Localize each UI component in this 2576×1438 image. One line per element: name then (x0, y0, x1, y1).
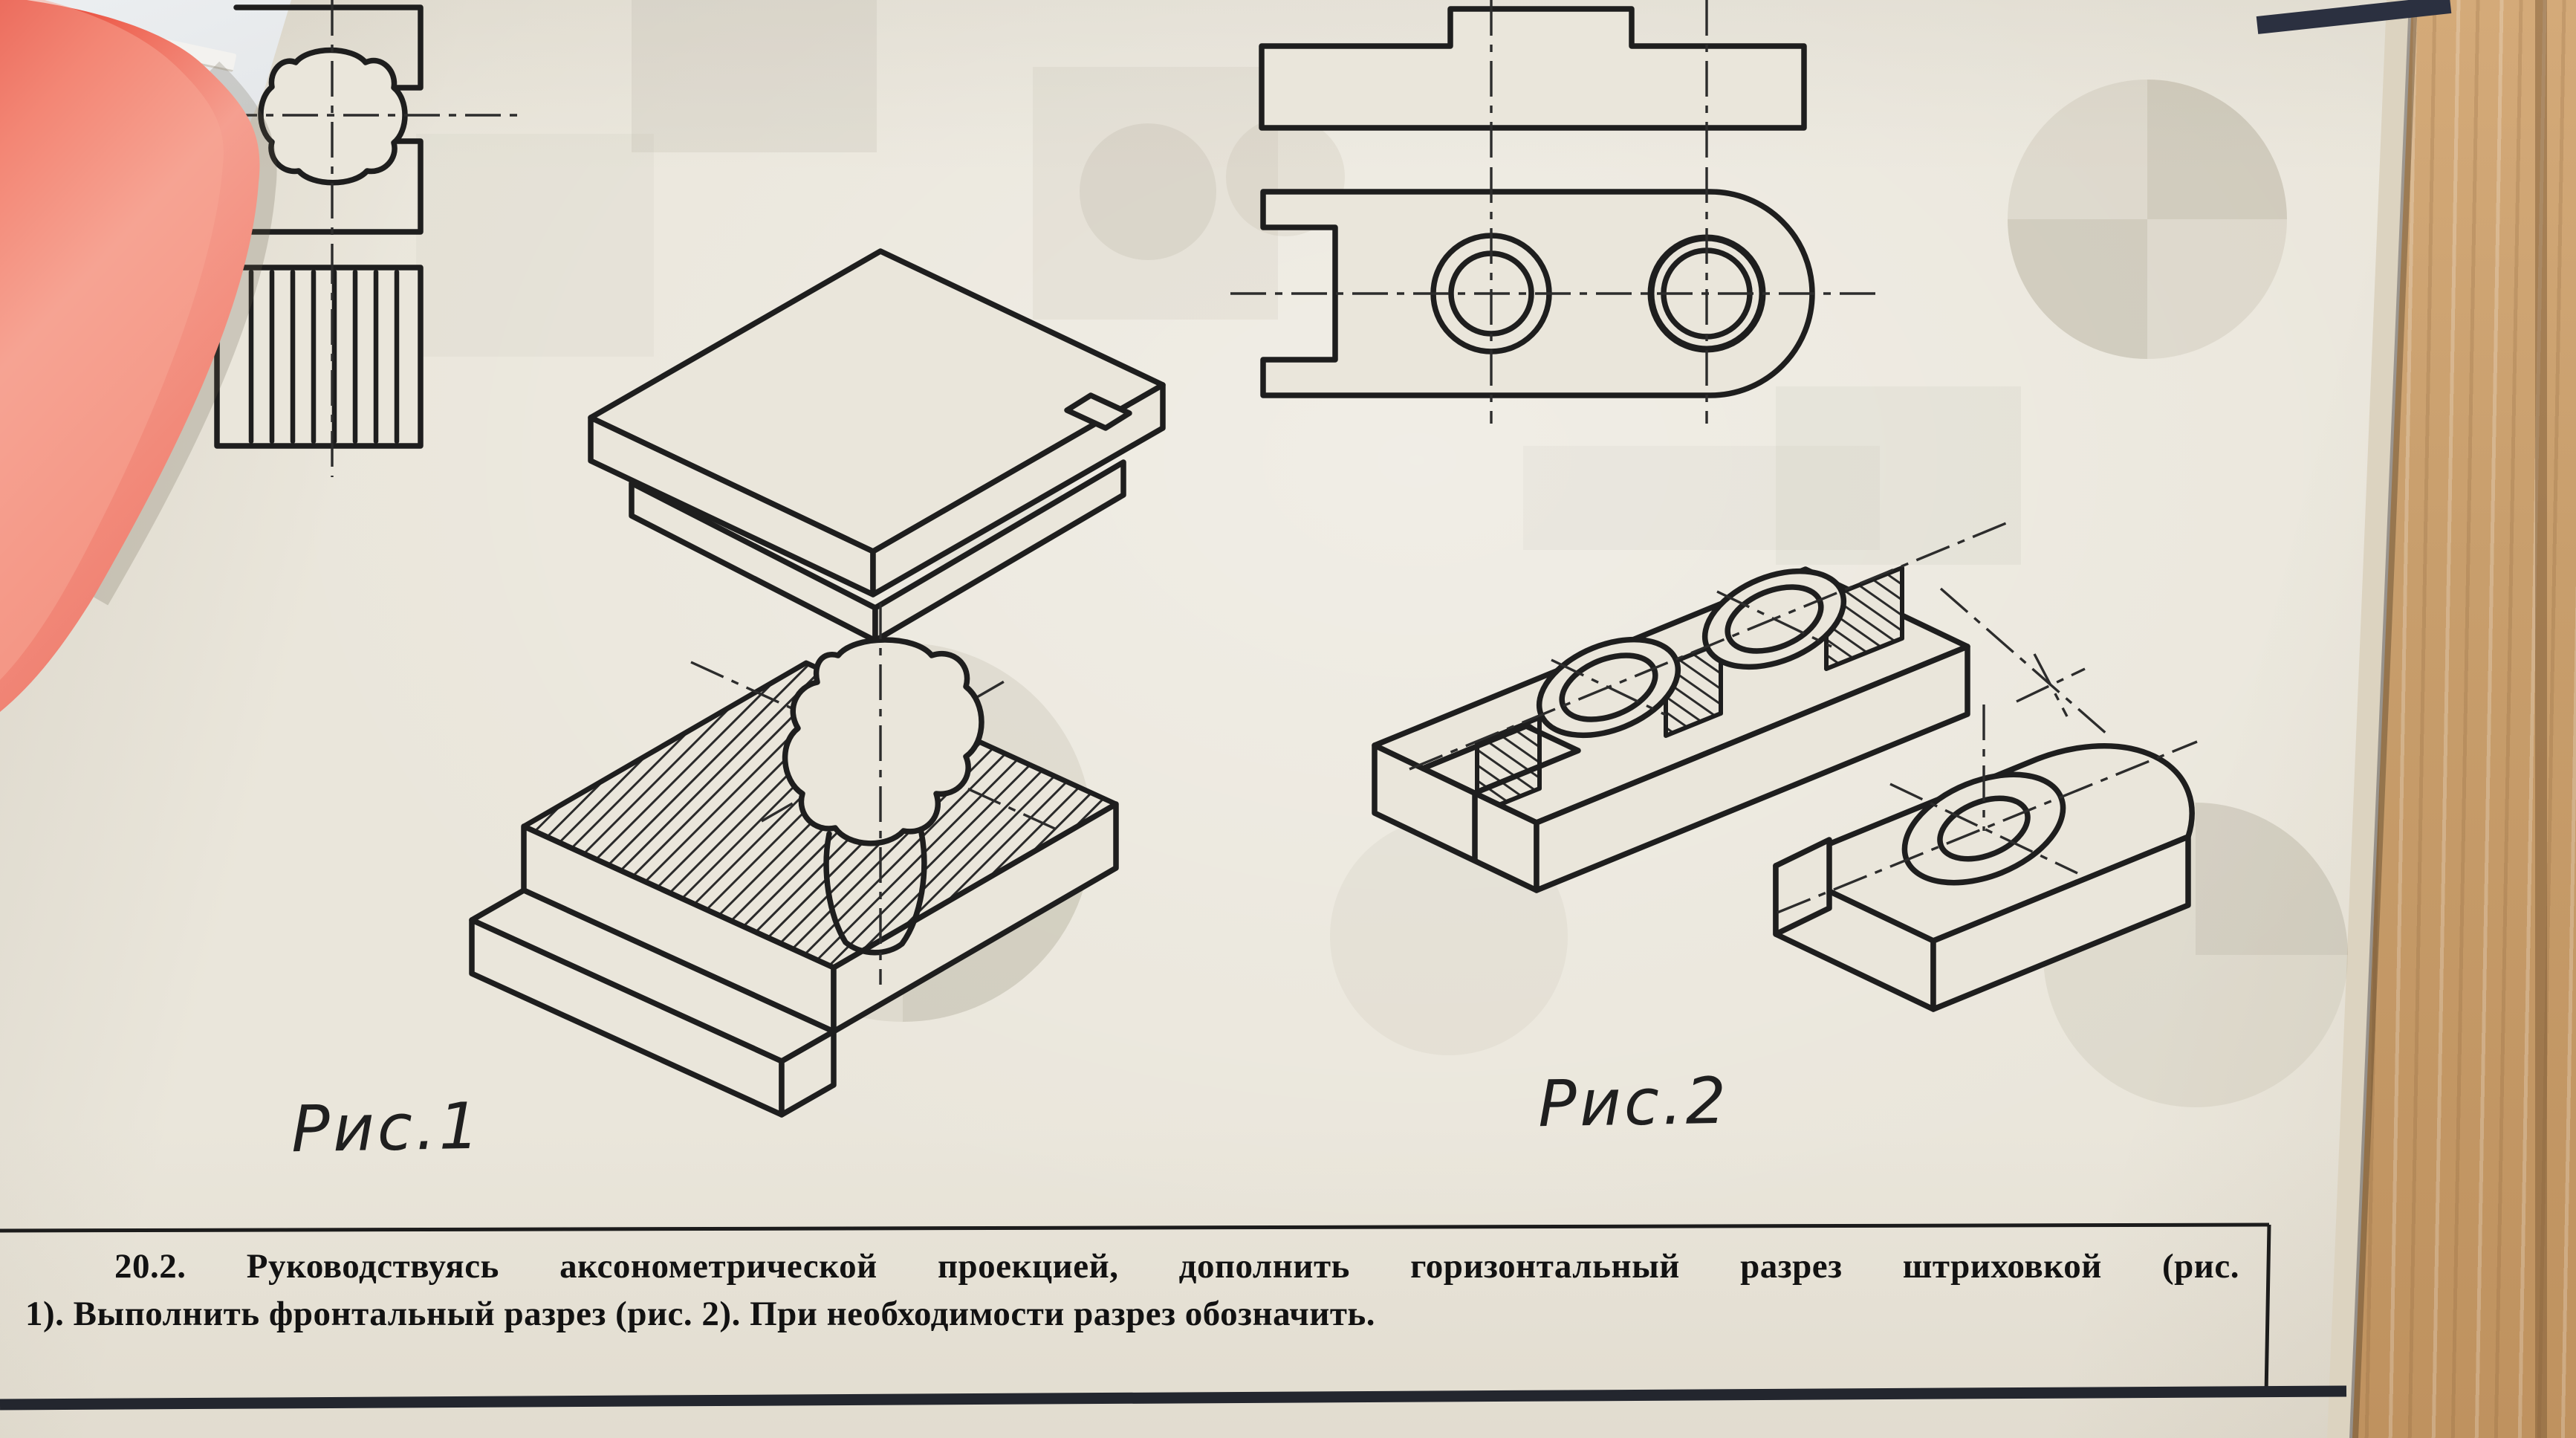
task-text: 20.2. Руководствуясь аксонометрической п… (25, 1243, 2239, 1338)
fig1-label: Рис.1 (291, 1089, 483, 1167)
wood-board-gap (2535, 0, 2547, 1438)
task-line-2: 1). Выполнить фронтальный разрез (рис. 2… (25, 1295, 1376, 1333)
red-book-cover (0, 0, 277, 712)
task-line-1: 20.2. Руководствуясь аксонометрической п… (114, 1247, 2239, 1286)
fig2-label: Рис.2 (1537, 1063, 1730, 1142)
